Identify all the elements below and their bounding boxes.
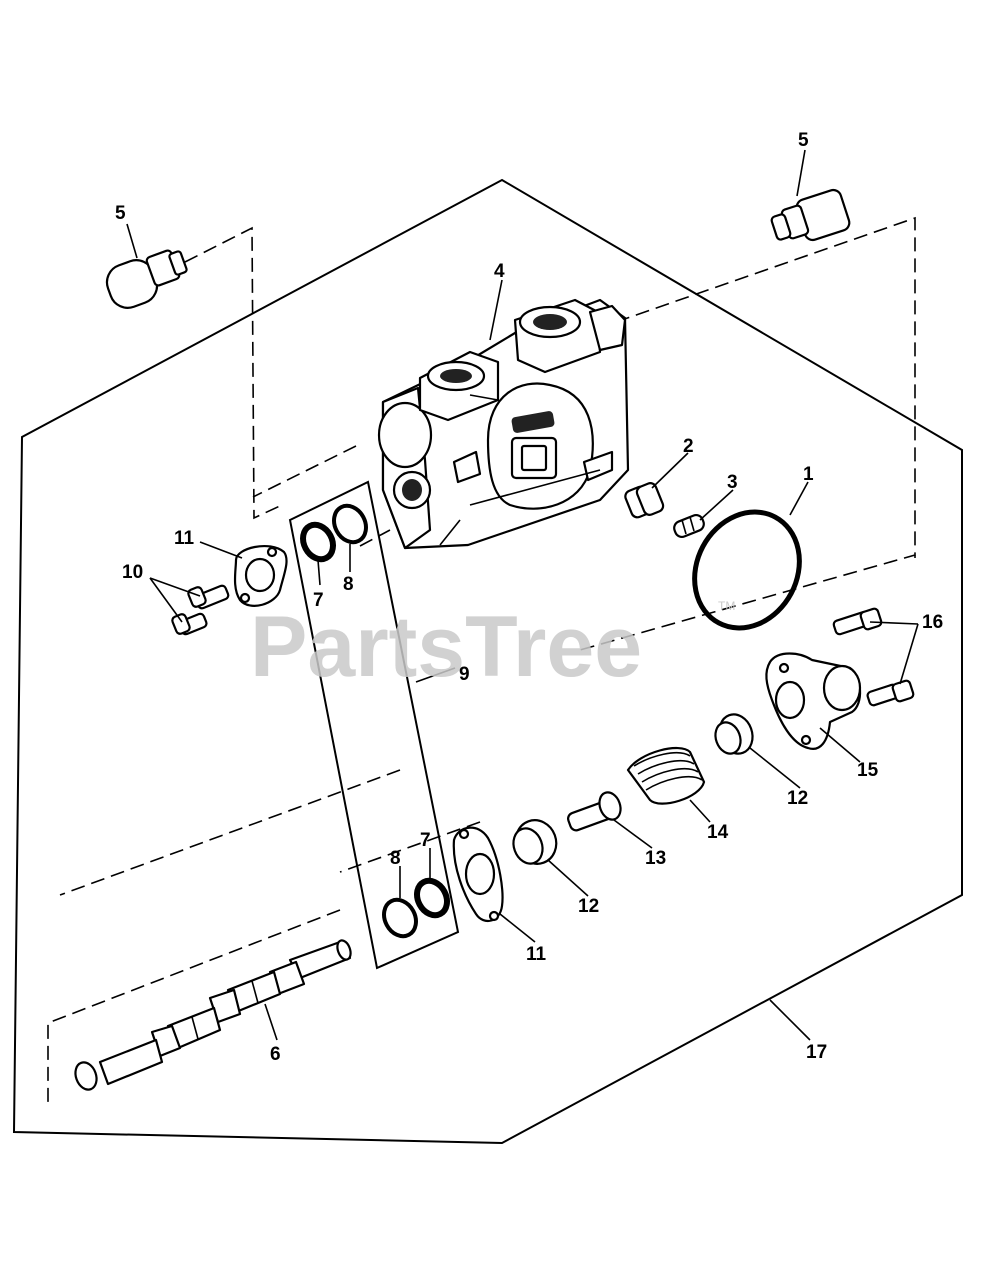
flange-upper: [233, 544, 288, 607]
spring-retainer-bolt: [567, 791, 622, 832]
callout-12-lower: 12: [578, 896, 599, 917]
callout-17: 17: [806, 1042, 827, 1063]
centering-spring: [626, 747, 706, 805]
callout-9: 9: [459, 664, 470, 685]
callout-labels: 1 2 3 4 5 5 6 7 7 8 8 9 10 11 11 12 12 1…: [115, 130, 943, 1065]
plug-right: [770, 188, 851, 242]
leader-lines: [126, 149, 919, 1041]
watermark: PartsTree: [250, 599, 642, 695]
cap-screws-left: [171, 584, 230, 636]
callout-8-upper: 8: [343, 574, 354, 595]
callout-5-right: 5: [798, 130, 809, 151]
valve-spool: [74, 939, 352, 1091]
callout-7-upper: 7: [313, 590, 324, 611]
callout-6: 6: [270, 1044, 281, 1065]
spring-seat-lower: [512, 819, 558, 865]
callout-10: 10: [122, 562, 143, 583]
flange-lower: [452, 826, 504, 923]
cap-screws-right: [832, 607, 915, 707]
callout-4: 4: [494, 261, 505, 282]
callout-8-lower: 8: [390, 848, 401, 869]
valve-body: [377, 298, 630, 550]
callout-3: 3: [727, 472, 738, 493]
backup-ring-lower: [414, 877, 450, 919]
callout-1: 1: [803, 464, 814, 485]
o-ring-small-lower: [382, 897, 418, 939]
dashed-assembly-lines: [47, 216, 916, 1102]
plug-left: [105, 249, 188, 309]
callout-12-upper: 12: [787, 788, 808, 809]
watermark-trademark: TM: [718, 599, 735, 613]
callout-2: 2: [683, 436, 694, 457]
backup-ring-upper: [300, 521, 336, 563]
callout-7-lower: 7: [420, 830, 431, 851]
callout-11-lower: 11: [526, 944, 547, 965]
o-ring-large: [692, 509, 802, 631]
callout-13: 13: [645, 848, 666, 869]
seal-kit-box: [288, 480, 460, 970]
callout-16: 16: [922, 612, 943, 633]
callout-11-upper: 11: [174, 528, 195, 549]
o-ring-small-upper: [332, 503, 368, 545]
callout-14: 14: [707, 822, 729, 843]
spring-small: [673, 513, 705, 539]
spring-seat-upper: [714, 713, 754, 755]
callout-5-left: 5: [115, 203, 126, 224]
check-valve-poppet: [624, 482, 665, 519]
callout-15: 15: [857, 760, 879, 781]
kit-outline: [12, 178, 963, 1145]
spool-cap: [765, 652, 862, 750]
